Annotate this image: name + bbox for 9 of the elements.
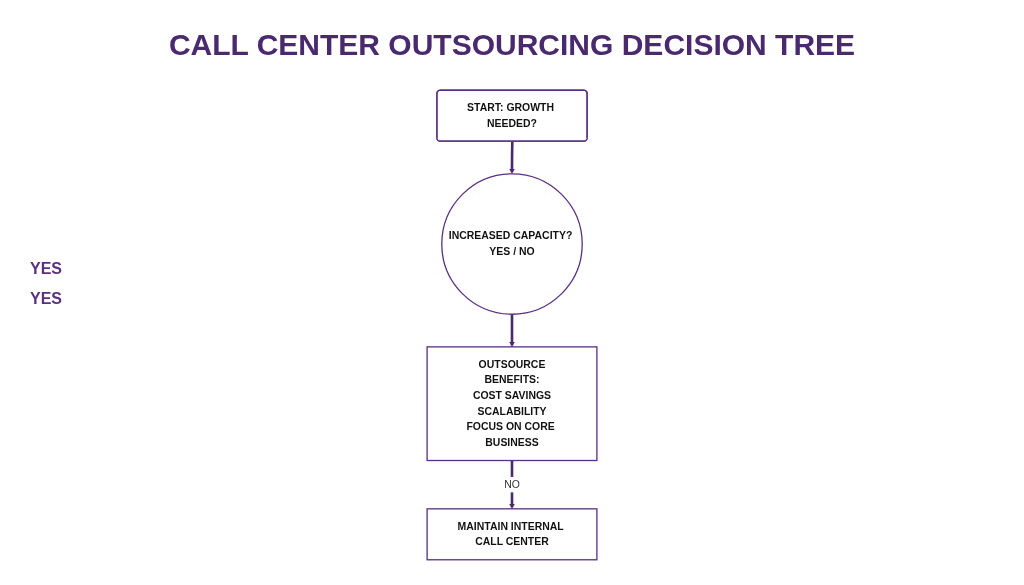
- node-box: MAINTAIN INTERNAL CALL CENTER: [426, 508, 598, 561]
- branch-label: YES: [30, 260, 63, 278]
- branch-label: YES: [30, 290, 63, 308]
- node-box: OUTSOURCE BENEFITS: COST SAVINGS SCALABILITY FOCUS ON CORE BUSINESS: [426, 346, 598, 462]
- diagram-title: CALL CENTER OUTSOURCING DECISION TREE: [167, 28, 857, 62]
- edge-label: NO: [504, 478, 520, 490]
- node-circle: INCREASED CAPACITY? YES / NO: [441, 173, 583, 315]
- arrow: [509, 314, 515, 348]
- arrow: [509, 141, 515, 175]
